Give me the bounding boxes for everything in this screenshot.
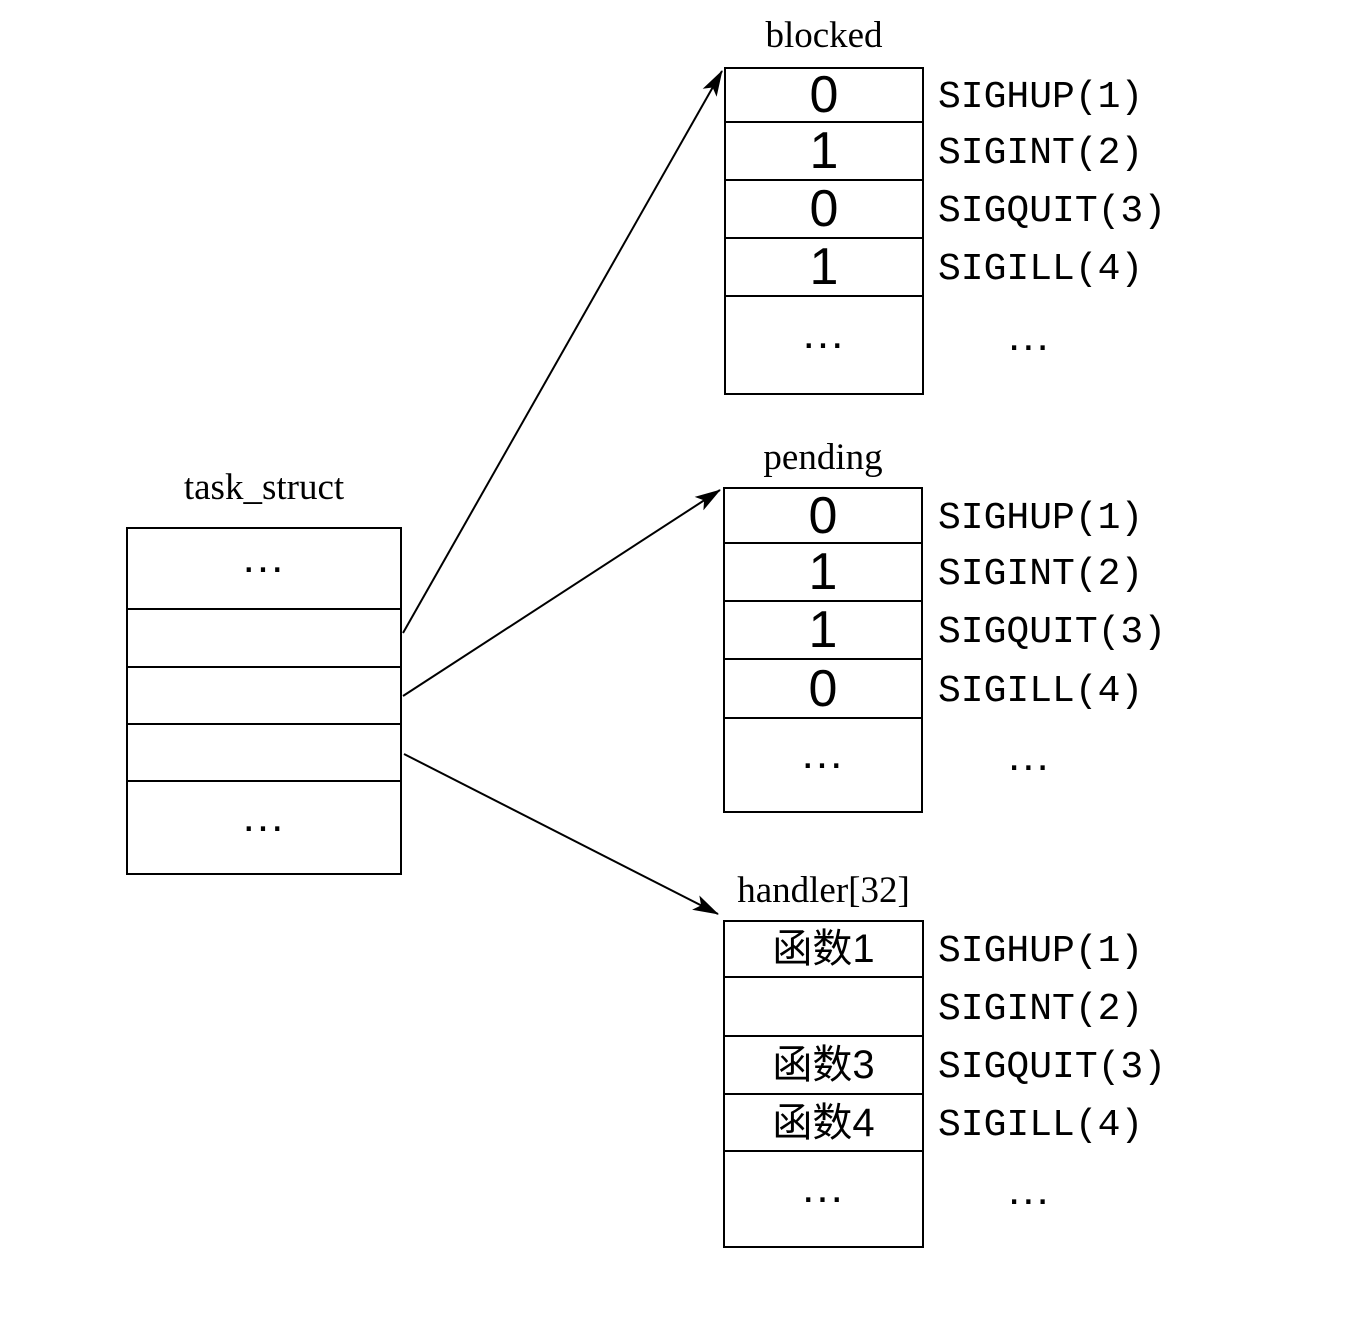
signal-label-row: ... <box>938 299 1166 395</box>
cell-text: ... <box>242 791 286 841</box>
handler-table: 函数1 函数3 函数4 ... <box>723 920 924 1248</box>
signal-label: SIGHUP(1) <box>938 496 1144 540</box>
blocked-row: 1 <box>726 239 922 297</box>
pending-signal-labels: SIGHUP(1) SIGINT(2) SIGQUIT(3) SIGILL(4)… <box>938 491 1166 813</box>
pending-row: 1 <box>725 544 921 602</box>
signal-label: SIGHUP(1) <box>938 76 1144 119</box>
signal-label-row: SIGINT(2) <box>938 546 1166 604</box>
handler-value: 函数1 <box>772 927 875 971</box>
handler-signal-labels: SIGHUP(1) SIGINT(2) SIGQUIT(3) SIGILL(4)… <box>938 924 1166 1248</box>
pending-table: 0 1 1 0 ... <box>723 487 923 813</box>
signal-label-row: SIGQUIT(3) <box>938 1039 1166 1097</box>
cell-text: ... <box>242 532 286 582</box>
task-struct-row <box>128 610 400 668</box>
signal-label: ... <box>1008 311 1051 360</box>
bit-value: 0 <box>808 486 838 545</box>
blocked-signal-labels: SIGHUP(1) SIGINT(2) SIGQUIT(3) SIGILL(4)… <box>938 71 1166 395</box>
signal-label: ... <box>1008 1165 1051 1214</box>
handler-value: ... <box>802 1163 845 1212</box>
bit-value: 1 <box>809 238 839 296</box>
task-struct-row <box>128 668 400 725</box>
blocked-row: 1 <box>726 123 922 181</box>
pending-row: ... <box>725 719 921 811</box>
bit-value: ... <box>802 309 846 358</box>
signal-label: SIGQUIT(3) <box>938 611 1167 654</box>
signal-label: SIGILL(4) <box>938 669 1144 713</box>
handler-row <box>725 978 922 1037</box>
signal-label-row: SIGILL(4) <box>938 662 1166 721</box>
pending-row: 0 <box>725 489 921 544</box>
arrow-to-handler <box>403 753 719 915</box>
bit-value: 1 <box>809 122 839 180</box>
signal-label-row: SIGQUIT(3) <box>938 183 1166 241</box>
arrow-to-blocked <box>402 70 723 634</box>
pending-row: 1 <box>725 602 921 660</box>
handler-value: 函数3 <box>772 1043 875 1087</box>
signal-label-row: ... <box>938 721 1166 813</box>
task-struct-row: ... <box>128 529 400 610</box>
signal-label-row: SIGHUP(1) <box>938 924 1166 980</box>
task-struct-box: ... ... <box>126 527 402 875</box>
bit-value: 0 <box>808 659 838 718</box>
arrow-to-pending <box>402 489 721 697</box>
task-struct-row: ... <box>128 782 400 873</box>
signal-label-row: SIGILL(4) <box>938 1097 1166 1154</box>
blocked-table: 0 1 0 1 ... <box>724 67 924 395</box>
blocked-row: 0 <box>726 69 922 123</box>
signal-label-row: SIGHUP(1) <box>938 491 1166 546</box>
signal-label: SIGQUIT(3) <box>938 190 1167 233</box>
signal-label-row: SIGHUP(1) <box>938 71 1166 125</box>
signal-label-row: SIGINT(2) <box>938 980 1166 1039</box>
bit-value: ... <box>801 729 845 778</box>
handler-value: 函数4 <box>772 1100 875 1145</box>
blocked-row: ... <box>726 297 922 393</box>
bit-value: 0 <box>809 66 839 124</box>
signal-label: SIGINT(2) <box>938 553 1144 596</box>
signal-label-row: SIGINT(2) <box>938 125 1166 183</box>
signal-label-row: SIGQUIT(3) <box>938 604 1166 662</box>
handler-row: 函数1 <box>725 922 922 978</box>
handler-row: ... <box>725 1152 922 1246</box>
pending-row: 0 <box>725 660 921 719</box>
blocked-title: blocked <box>765 15 883 56</box>
signal-label: ... <box>1008 731 1051 780</box>
task-struct-row <box>128 725 400 782</box>
bit-value: 1 <box>808 543 838 601</box>
signal-label: SIGILL(4) <box>938 248 1144 291</box>
handler-title: handler[32] <box>737 870 910 911</box>
signal-label: SIGQUIT(3) <box>938 1046 1167 1089</box>
signal-label: SIGINT(2) <box>938 987 1144 1031</box>
signal-label-row: SIGILL(4) <box>938 241 1166 299</box>
pending-title: pending <box>763 437 883 478</box>
signal-label: SIGINT(2) <box>938 132 1144 175</box>
handler-row: 函数4 <box>725 1095 922 1152</box>
blocked-row: 0 <box>726 181 922 239</box>
bit-value: 0 <box>809 180 839 238</box>
signal-label: SIGHUP(1) <box>938 930 1144 973</box>
handler-row: 函数3 <box>725 1037 922 1095</box>
signal-label: SIGILL(4) <box>938 1103 1144 1147</box>
bit-value: 1 <box>808 601 838 659</box>
signal-label-row: ... <box>938 1154 1166 1248</box>
task-struct-title: task_struct <box>183 467 345 508</box>
